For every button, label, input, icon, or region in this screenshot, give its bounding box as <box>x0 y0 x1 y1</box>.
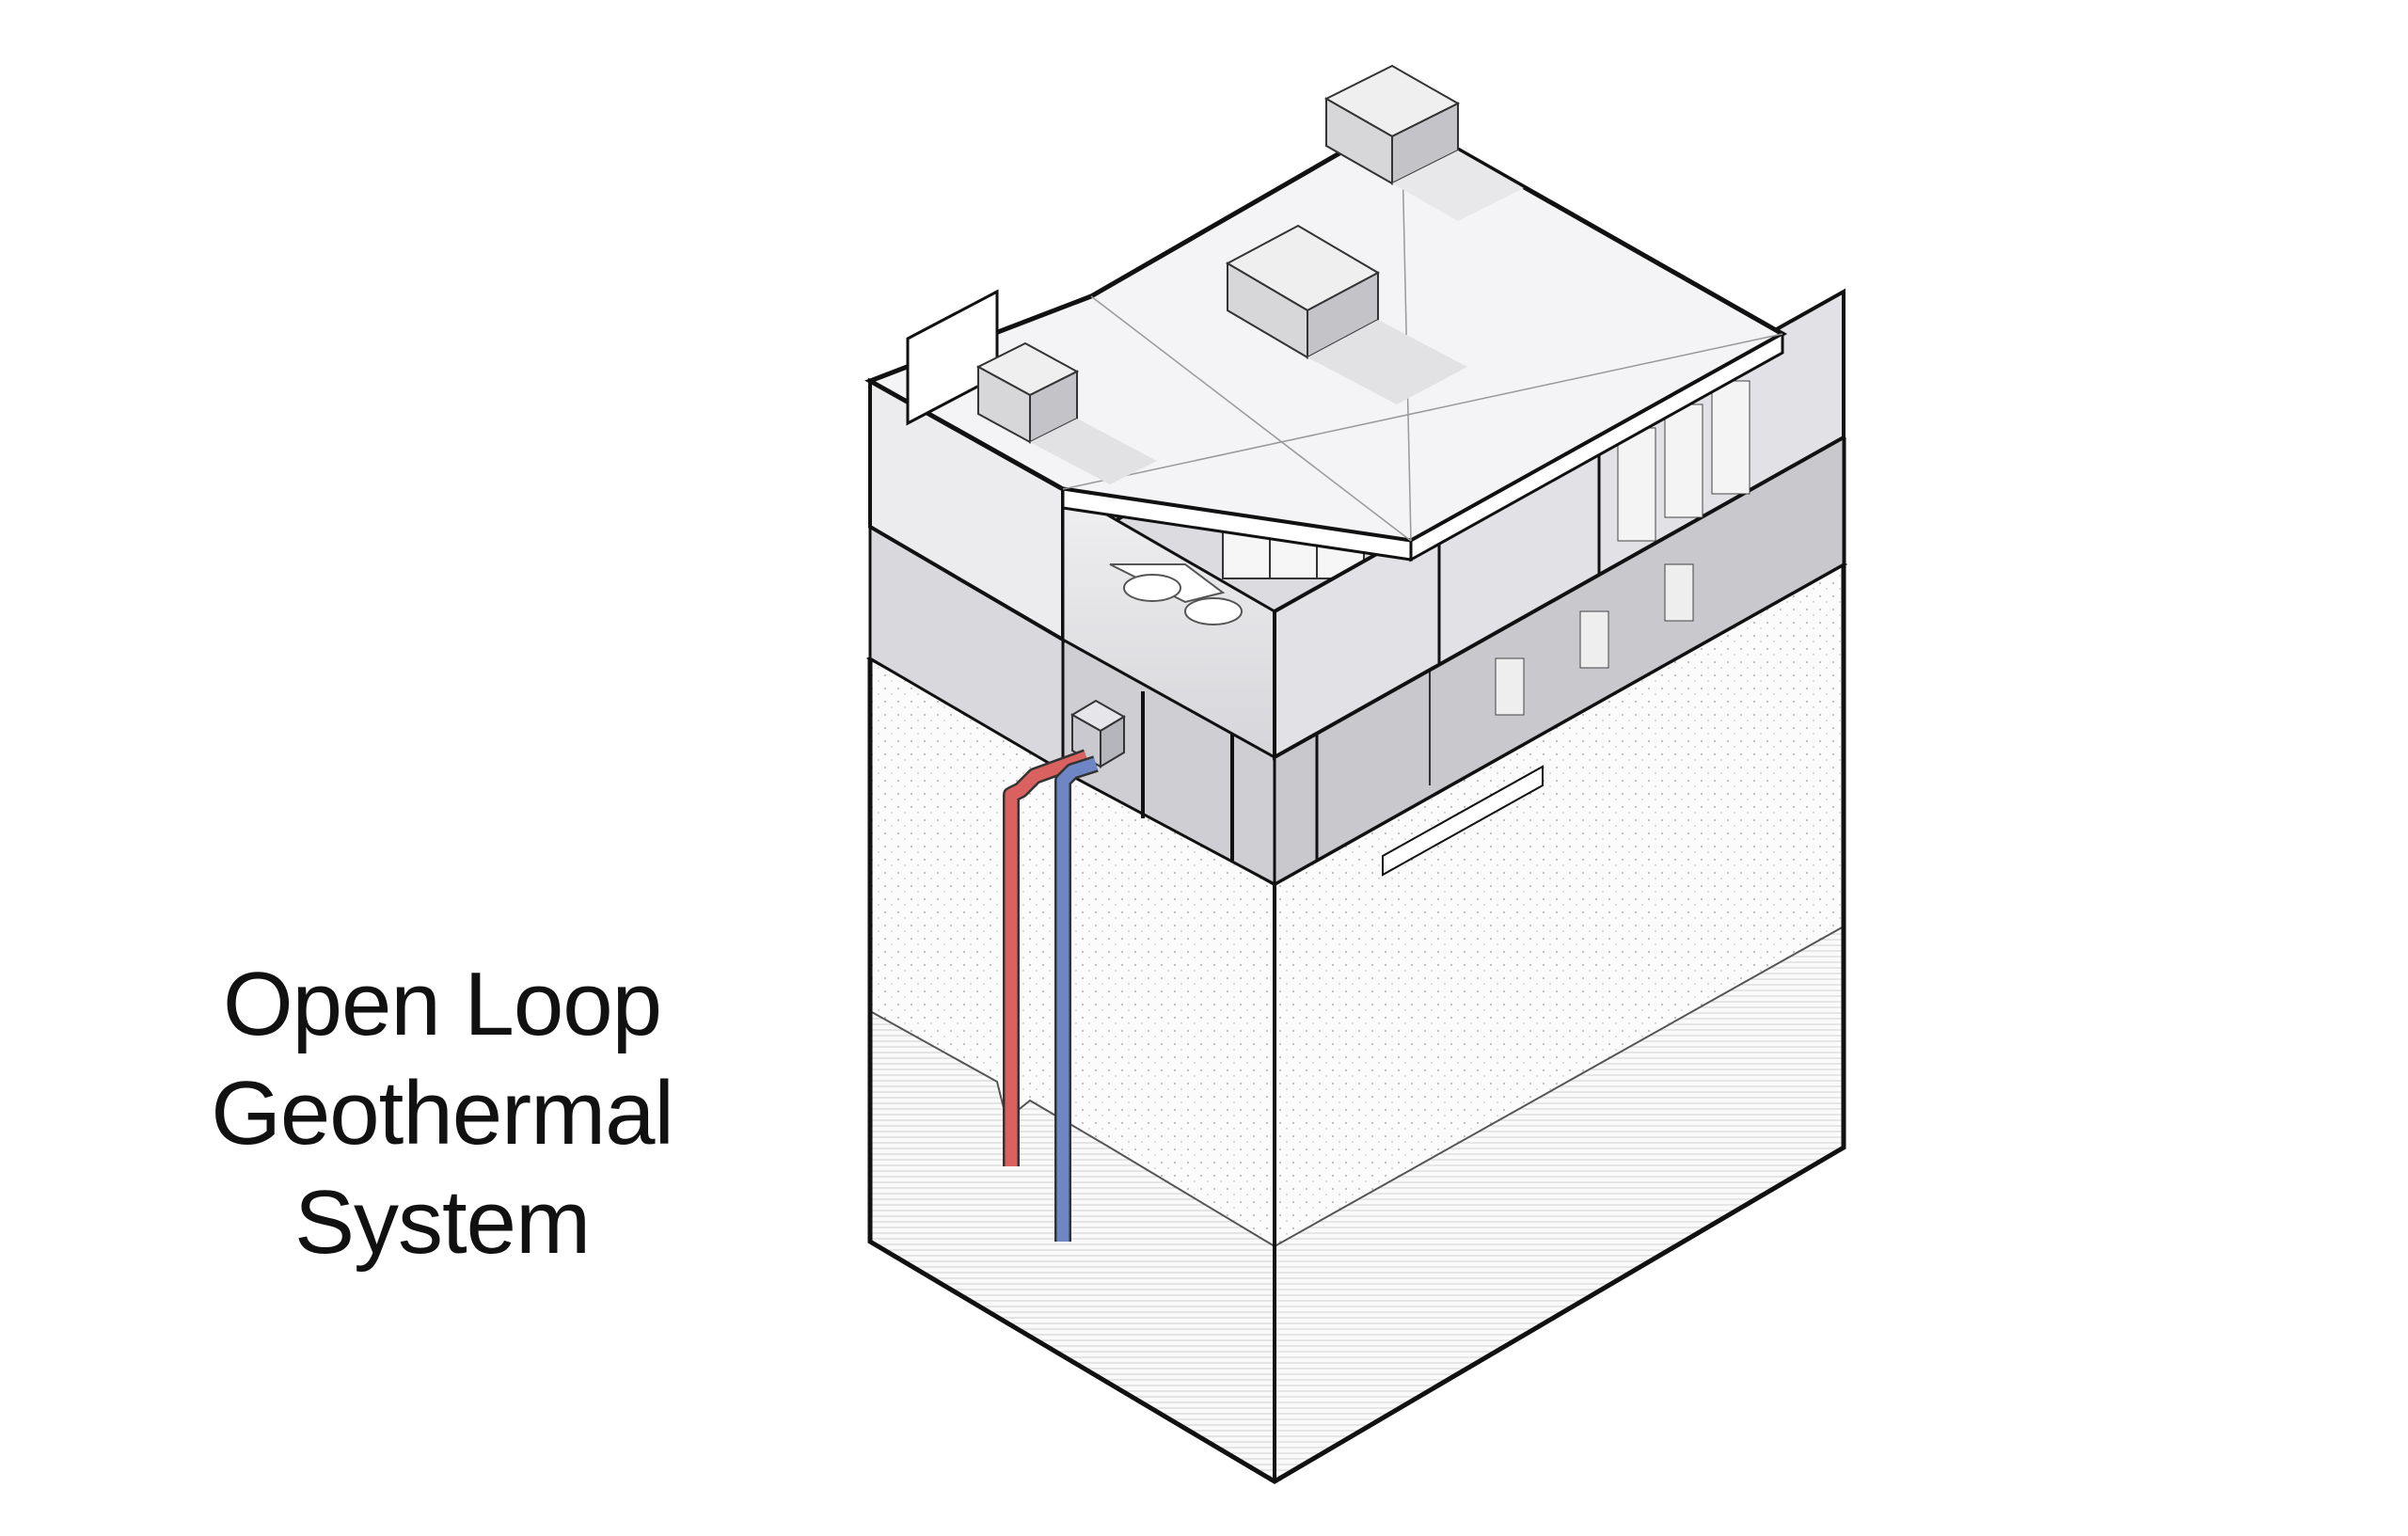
ground-left-face-soil <box>870 658 1275 1246</box>
ground-right-face-bedrock <box>1275 926 1844 1481</box>
supply-pipe <box>1003 749 1090 1166</box>
ground-right-face-soil <box>1275 564 1844 1246</box>
title-line-3: System <box>293 1172 591 1273</box>
return-pipe <box>1054 755 1099 1242</box>
title-line-1: Open Loop <box>222 954 662 1054</box>
ground-block <box>867 437 1846 1484</box>
diagram-title: Open Loop Geothermal System <box>122 950 762 1277</box>
upper-level <box>868 288 1846 761</box>
title-line-2: Geothermal <box>211 1063 674 1164</box>
rooftop-unit <box>975 64 1524 484</box>
ground-left-face-bedrock <box>870 1011 1275 1481</box>
bedrock-boundary-right <box>1274 926 1845 1247</box>
